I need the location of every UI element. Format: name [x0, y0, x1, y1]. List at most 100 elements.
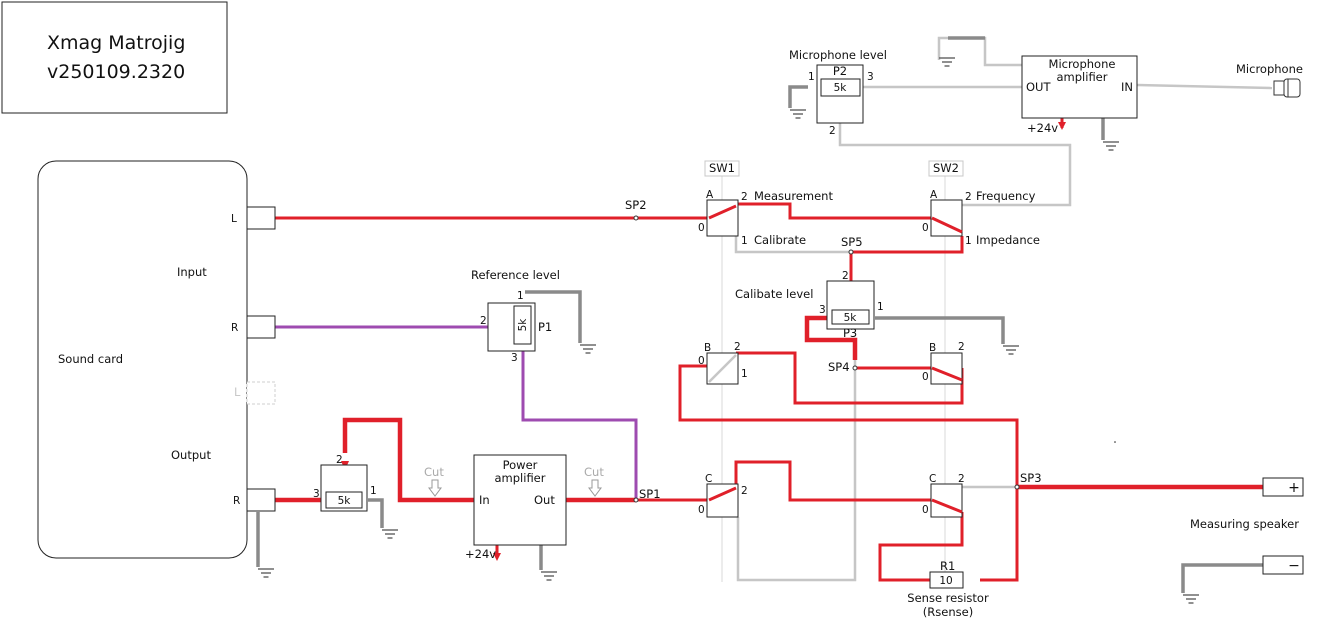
microphone-amplifier: Microphone amplifier OUT IN +24v: [1021, 55, 1138, 135]
sense-resistor: R1 10 Sense resistor (Rsense): [907, 559, 989, 619]
input-label: Input: [177, 265, 207, 279]
sw2-c-pos2: 2: [958, 473, 965, 485]
resistor-name: R1: [940, 559, 955, 573]
sw2-pole-c[interactable]: [930, 483, 963, 518]
resistor-caption-2: (Rsense): [923, 605, 973, 619]
speaker-label: Measuring speaker: [1190, 517, 1299, 531]
ground-icon: [257, 568, 275, 578]
sw2-c-label: C: [929, 473, 936, 485]
port-out-r: [246, 488, 276, 512]
output-pot-pin2: 2: [336, 454, 343, 466]
speaker-plus: +: [1288, 480, 1300, 496]
reference-potentiometer: Reference level 5k P1 1 2 3: [471, 268, 560, 364]
calibrate-pot-pin2: 2: [842, 270, 849, 282]
sp3-dot: [1014, 484, 1020, 490]
switch-wipers: [708, 204, 963, 514]
sw2-b-pos0: 0: [922, 371, 929, 383]
microphone-label: Microphone: [1236, 62, 1303, 76]
reference-pot-value: 5k: [517, 318, 529, 332]
calibrate-potentiometer: Calibate level 5k P3 2 3 1: [735, 270, 884, 340]
calibrate-pot-name: P3: [843, 326, 857, 340]
sw2-a-label: A: [930, 189, 938, 201]
sw1-c-label: C: [705, 473, 712, 485]
power-amp-out: Out: [534, 493, 555, 507]
switch-label-impedance: Impedance: [976, 233, 1040, 247]
sw1-a-pos2: 2: [741, 191, 748, 203]
speaker-minus-terminal: [1262, 555, 1304, 575]
ground-wires: [256, 36, 1263, 593]
resistor-caption-1: Sense resistor: [907, 591, 989, 605]
sp4-label: SP4: [828, 360, 850, 374]
microphone-pot-pin3: 3: [867, 71, 874, 83]
output-label: Output: [171, 448, 211, 462]
speaker-plus-terminal: [1262, 477, 1304, 497]
microphone: Microphone: [1236, 62, 1303, 98]
port-out-l: [246, 381, 276, 405]
mic-amp-supply: +24v: [1027, 121, 1058, 135]
sp2-label: SP2: [625, 198, 647, 212]
ground-icon: [381, 529, 399, 539]
cut-label-1: Cut: [424, 465, 444, 479]
port-out-l-label: L: [234, 385, 241, 399]
microphone-icon: [1273, 78, 1301, 98]
sw1-a-pos0: 0: [698, 222, 705, 234]
port-out-r-label: R: [233, 495, 240, 507]
sp4-dot: [852, 365, 858, 371]
resistor-value: 10: [939, 575, 952, 587]
cut-arrow-icon: [588, 479, 602, 497]
sw1-b-pos0: 0: [698, 355, 705, 367]
ground-symbols: [257, 57, 1200, 604]
reference-pot-pin2: 2: [480, 315, 487, 327]
sw1-b-pos2: 2: [734, 341, 741, 353]
microphone-pot-value: 5k: [834, 82, 848, 94]
power-amp-supply: +24v: [465, 547, 496, 561]
mic-amp-in: IN: [1121, 80, 1133, 94]
output-pot-pin1: 1: [370, 485, 377, 497]
sw2-b-pos2: 2: [958, 341, 965, 353]
sw2-a-pos1: 1: [965, 235, 972, 247]
sp1-label: SP1: [639, 487, 661, 501]
cut-arrow-icon: [428, 479, 442, 497]
power-amp-line1: Power: [503, 458, 538, 472]
title-line-1: Xmag Matrojig: [47, 32, 185, 54]
switch-label-measurement: Measurement: [754, 189, 833, 203]
ground-icon: [789, 109, 807, 119]
output-pot-pin3: 3: [313, 488, 320, 500]
port-in-l: [246, 206, 276, 230]
calibrate-pot-pin1: 1: [877, 301, 884, 313]
power-amp-line2: amplifier: [495, 471, 546, 485]
ground-icon: [579, 344, 597, 354]
sw1-b-label: B: [704, 342, 711, 354]
microphone-pot-name: P2: [833, 64, 847, 78]
mic-amp-line1: Microphone: [1049, 57, 1116, 71]
cut-markers: Cut Cut: [424, 465, 604, 497]
microphone-level-potentiometer: Microphone level 5k P2 1 3 2: [789, 48, 887, 137]
microphone-pot-pin1: 1: [808, 71, 815, 83]
switch-sw1: SW1 A 0 2 1 B 0 2 1 C 0 2: [698, 160, 748, 518]
mic-amp-line2: amplifier: [1057, 70, 1108, 84]
sw2-c-pos0: 0: [922, 504, 929, 516]
port-in-l-label: L: [231, 213, 237, 225]
sound-card-label: Sound card: [58, 352, 123, 366]
ground-icon: [938, 57, 956, 67]
sw2-b-label: B: [929, 342, 936, 354]
calibrate-pot-value: 5k: [844, 312, 858, 324]
ground-icon: [1002, 345, 1020, 355]
sp5-label: SP5: [841, 235, 863, 249]
sp1-dot: [633, 497, 639, 503]
title-block: Xmag Matrojig v250109.2320: [1, 1, 228, 114]
sw1-a-pos1: 1: [741, 235, 748, 247]
stray-dot: [1114, 441, 1116, 443]
output-pot-value: 5k: [338, 495, 352, 507]
microphone-pot-pin2: 2: [829, 125, 836, 137]
sp3-label: SP3: [1020, 471, 1042, 485]
sound-card: Sound card Input Output L R L R: [37, 160, 276, 559]
splice-points: SP2 SP5 SP4 SP1 SP3: [625, 198, 1042, 503]
port-in-r: [246, 315, 276, 339]
switch-label-calibrate: Calibrate: [754, 233, 806, 247]
power-amplifier: Power amplifier In Out +24v: [465, 454, 567, 561]
sw1-b-pos1: 1: [741, 368, 748, 380]
sp2-dot: [633, 215, 639, 221]
sw2-a-pos0: 0: [922, 222, 929, 234]
